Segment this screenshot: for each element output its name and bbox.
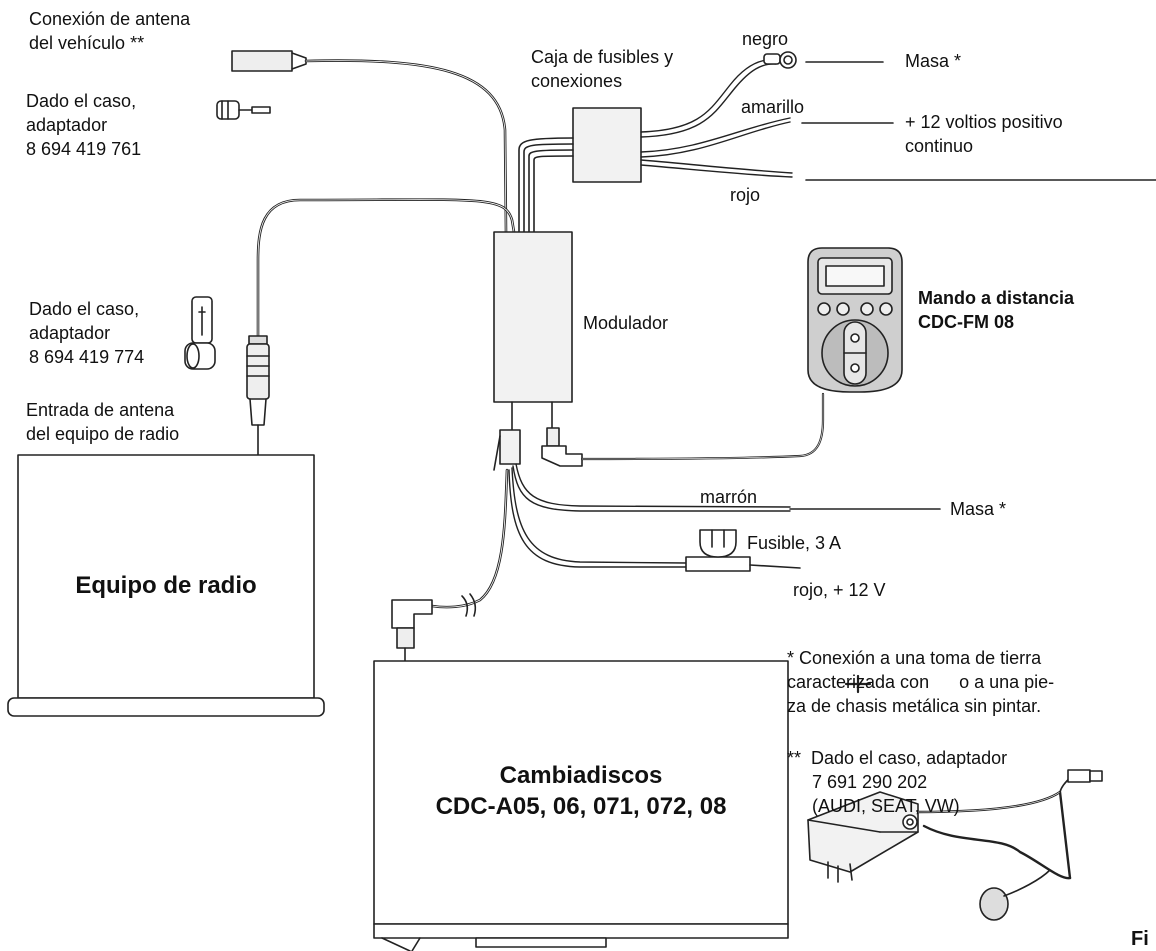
adapter-2-label: Dado el caso, adaptador 8 694 419 774	[29, 299, 145, 367]
harness-block	[499, 429, 521, 465]
ground-symbol-icon	[844, 674, 872, 694]
ground-label-bottom: Masa *	[950, 499, 1007, 519]
fusebox-body	[572, 107, 642, 183]
modulator-body	[493, 231, 573, 403]
plus-12v-label: + 12 voltios positivo continuo	[905, 112, 1063, 156]
radio-antenna-cable	[256, 198, 516, 338]
black-wire-label: negro	[742, 29, 789, 49]
changer-label: Cambiadiscos CDC-A05, 06, 071, 072, 08	[435, 762, 727, 820]
adapter-1-label: Dado el caso, adaptador 8 694 419 761	[26, 91, 142, 159]
brown-wire	[515, 463, 791, 508]
yellow-wire	[640, 117, 791, 153]
antenna-input-label: Entrada de antena del equipo de radio	[26, 400, 180, 444]
brown-wire-label: marrón	[700, 487, 758, 507]
fuse-icon	[685, 529, 751, 572]
red-12v-label: rojo, + 12 V	[793, 580, 886, 600]
fusebox-label: Caja de fusibles y conexiones	[531, 47, 674, 91]
radio-faceplate	[7, 697, 325, 717]
remote-control-icon	[807, 247, 903, 393]
changer-cable	[430, 468, 509, 609]
red-wire-label: rojo	[730, 185, 761, 205]
red-wire	[640, 159, 793, 174]
changer-front	[373, 923, 789, 939]
radio-body	[17, 454, 315, 699]
vehicle-adapter-icon	[807, 769, 1103, 921]
adapter-tall-icon	[184, 296, 216, 370]
fuse-label: Fusible, 3 A	[747, 533, 842, 553]
yellow-wire-label: amarillo	[741, 97, 805, 117]
figure-label: Fi	[1131, 928, 1149, 950]
black-wire	[640, 59, 777, 133]
antenna-cable	[304, 59, 508, 234]
remote-plug-icon	[541, 427, 583, 467]
remote-label: Mando a distancia CDC-FM 08	[918, 288, 1075, 332]
antenna-connector-icon	[231, 50, 307, 72]
antenna-connection-label: Conexión de antena del vehículo **	[29, 9, 191, 53]
remote-cable	[580, 392, 825, 461]
red-12v-wire	[511, 467, 687, 564]
ground-note: * Conexión a una toma de tierra caracter…	[787, 648, 1055, 716]
ground-ring-icon	[763, 51, 797, 69]
ground-label-top: Masa *	[905, 51, 962, 71]
radio-label: Equipo de radio	[75, 572, 257, 599]
antenna-plug-icon	[246, 335, 270, 456]
modulator-label: Modulador	[583, 313, 669, 333]
adapter-small-icon	[216, 100, 271, 120]
changer-plug-icon	[391, 599, 433, 649]
adapter-note: ** Dado el caso, adaptador 7 691 290 202…	[787, 748, 1008, 816]
